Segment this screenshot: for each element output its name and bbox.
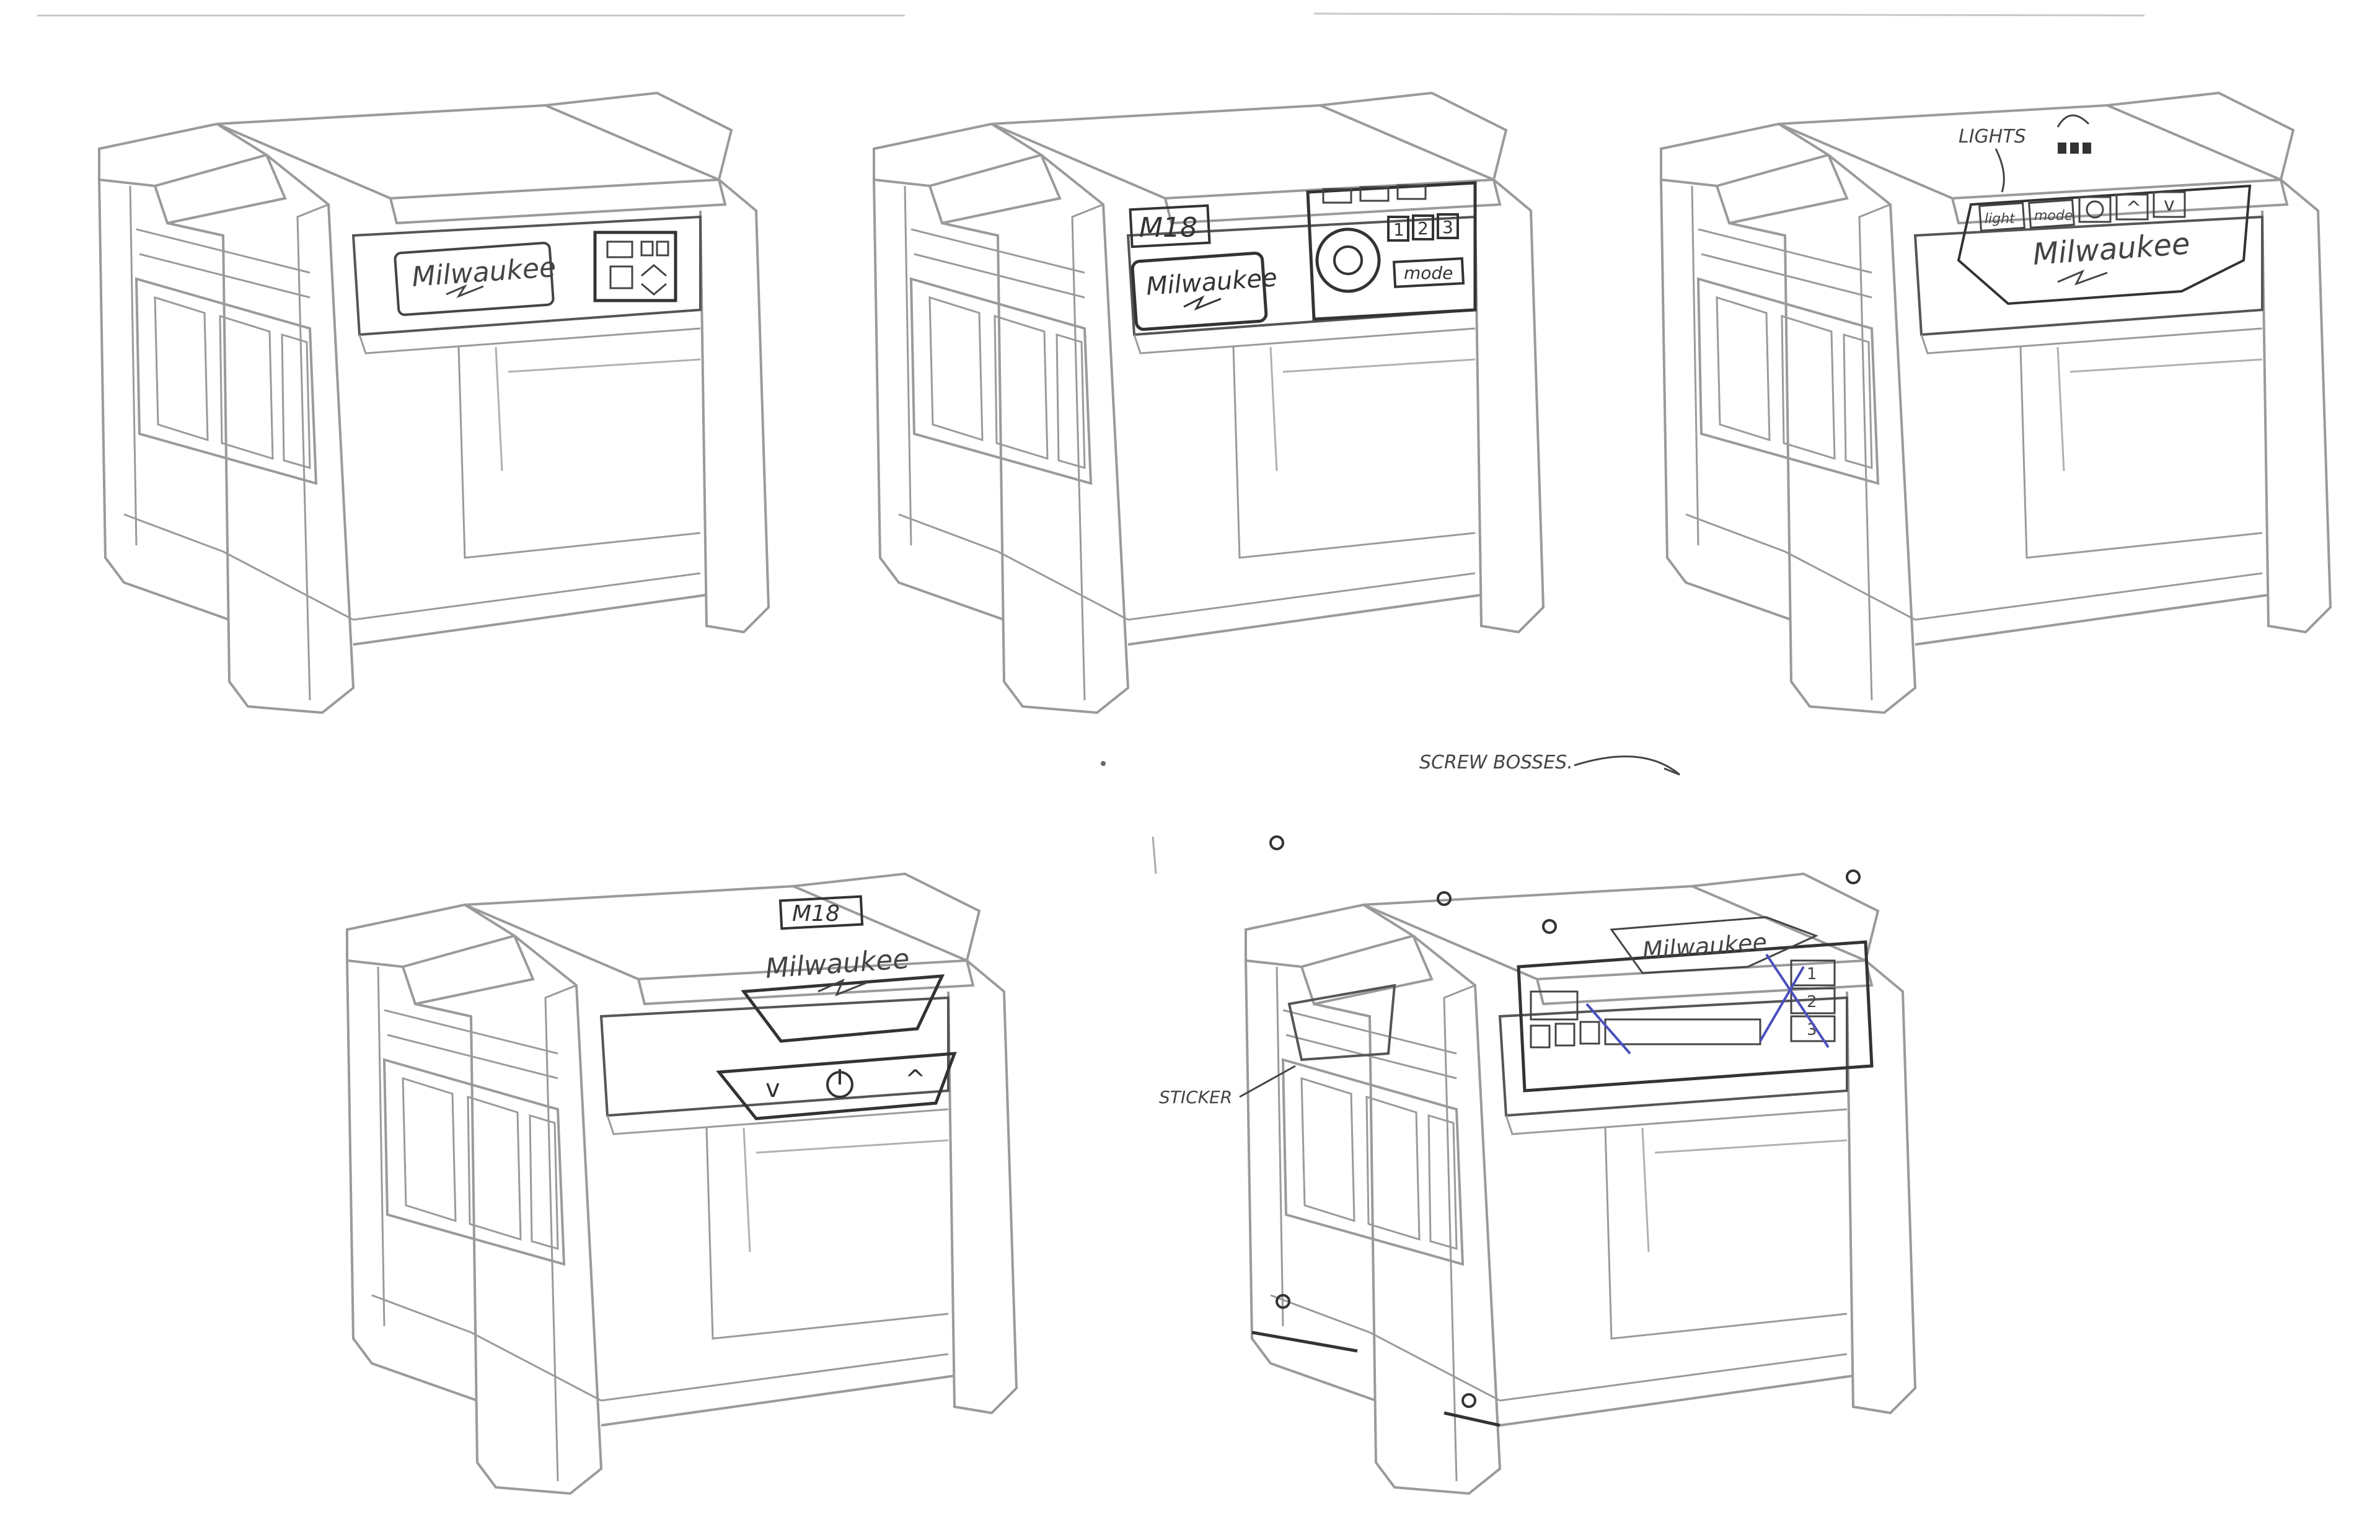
- badge-text: M18: [1139, 212, 1197, 244]
- stray-mark: [1152, 836, 1157, 874]
- control-panel: 1 2 3 mode: [1306, 181, 1477, 321]
- concept-1-sketch: Milwaukee: [98, 92, 770, 714]
- button-2: 2: [1807, 993, 1817, 1011]
- lights-annotation: LIGHTS: [1959, 114, 2091, 193]
- brand-text: Milwaukee: [764, 943, 910, 985]
- screw-bosses-label: SCREW BOSSES.: [1419, 752, 1573, 773]
- stray-dot: [1101, 761, 1106, 766]
- lights-label: LIGHTS: [1959, 126, 2026, 147]
- sticker-annotation: STICKER: [1159, 983, 1396, 1107]
- concept-2-sketch: M18 Milwaukee 1 2 3 mode: [873, 92, 1545, 714]
- concept-5-sketch: SCREW BOSSES. STICKER Milwaukee 1: [1159, 752, 1916, 1495]
- button-3: 3: [1442, 217, 1453, 237]
- screw-bosses-annotation: SCREW BOSSES.: [1269, 752, 1861, 1408]
- brand-text: Milwaukee: [2032, 226, 2191, 272]
- down-button: v: [2164, 194, 2175, 216]
- down-button: v: [765, 1075, 780, 1103]
- button-2: 2: [1417, 218, 1429, 239]
- button-1: 1: [1807, 965, 1817, 983]
- concept-3-sketch: LIGHTS light mode ^ v Milwaukee: [1660, 92, 2332, 714]
- button-1: 1: [1393, 219, 1404, 240]
- mode-button: mode: [1404, 263, 1453, 283]
- brand-text: Milwaukee: [1641, 928, 1768, 964]
- brand-text: Milwaukee: [411, 252, 557, 293]
- brand-label: Milwaukee: [1130, 252, 1278, 331]
- sticker-label: STICKER: [1159, 1087, 1232, 1107]
- control-panel: Milwaukee 1 2 3: [1517, 916, 1874, 1093]
- concept-4-sketch: M18 Milwaukee v ^: [346, 873, 1018, 1495]
- m18-badge: M18: [778, 895, 864, 930]
- brand-label: Milwaukee: [741, 943, 945, 1043]
- stray-line: [1313, 12, 2145, 17]
- control-panel: light mode ^ v Milwaukee: [1957, 184, 2252, 306]
- mode-button: mode: [2034, 208, 2073, 224]
- control-panel: [593, 231, 677, 302]
- control-panel: v ^: [716, 1052, 957, 1120]
- brand-label: Milwaukee: [394, 242, 557, 316]
- badge-text: M18: [792, 901, 840, 926]
- light-button: light: [1985, 211, 2016, 227]
- m18-badge: M18: [1129, 204, 1211, 249]
- up-button: ^: [905, 1065, 926, 1094]
- brand-text: Milwaukee: [1145, 263, 1278, 301]
- up-button: ^: [2126, 198, 2141, 219]
